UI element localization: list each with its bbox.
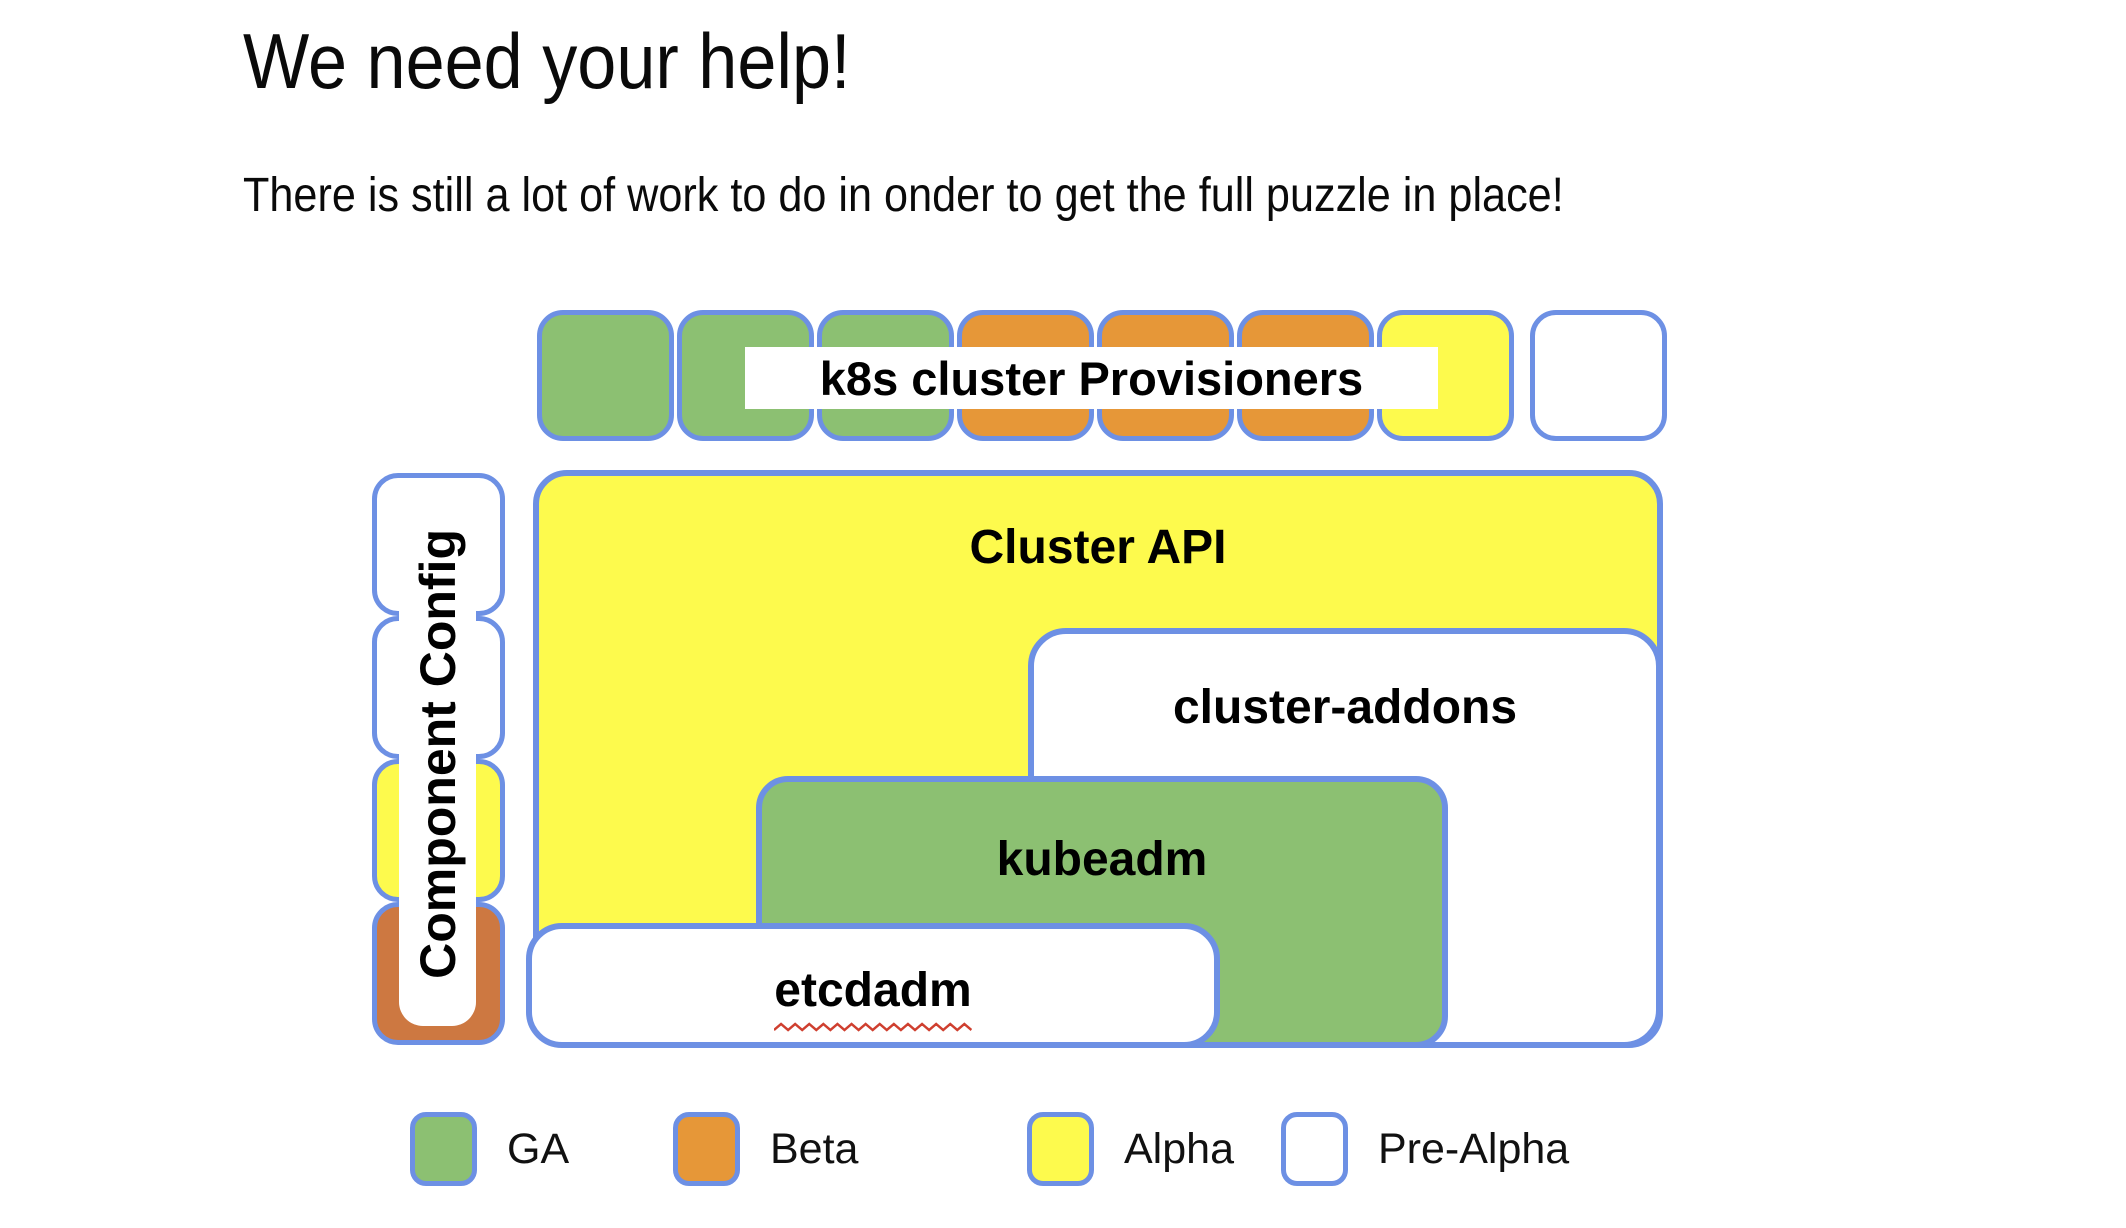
component-config-band: Component Config [399,481,476,1026]
spellcheck-squiggle-icon [774,1022,972,1032]
kubeadm-label: kubeadm [996,833,1208,886]
slide-title: We need your help! [243,17,851,105]
slide-subtitle: There is still a lot of work to do in on… [243,169,1564,222]
puzzle-piece-ga [537,310,674,441]
legend-item-alpha: Alpha [1027,1112,1234,1186]
legend-swatch-ga [410,1112,477,1186]
cluster-api-label: Cluster API [969,521,1227,574]
legend-label: Alpha [1124,1124,1234,1173]
legend-swatch-pre_alpha [1281,1112,1348,1186]
legend-label: Beta [770,1124,859,1173]
component-config-label: Component Config [409,528,466,979]
legend-item-ga: GA [410,1112,569,1186]
legend-item-beta: Beta [673,1112,858,1186]
legend-swatch-beta [673,1112,740,1186]
cluster-addons-label: cluster-addons [1172,681,1518,734]
provisioners-label: k8s cluster Provisioners [745,347,1438,409]
puzzle-piece-pre_alpha [1530,310,1667,441]
legend: GA Beta Alpha Pre-Alpha [410,1112,1910,1192]
legend-label: Pre-Alpha [1378,1124,1570,1173]
etcdadm-label: etcdadm [774,964,972,1017]
legend-swatch-alpha [1027,1112,1094,1186]
legend-item-pre_alpha: Pre-Alpha [1281,1112,1569,1186]
legend-label: GA [507,1124,570,1173]
etcdadm-box: etcdadm [526,923,1220,1048]
